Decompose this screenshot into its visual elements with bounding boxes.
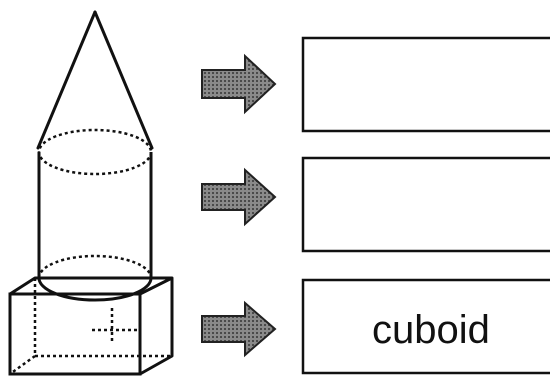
arrow-2-icon <box>201 167 277 227</box>
arrow-1-icon <box>201 53 277 115</box>
cuboid-shape <box>8 276 174 376</box>
answer-box-3-label: cuboid <box>372 308 490 352</box>
arrow-3-icon <box>201 300 277 358</box>
answer-box-2[interactable] <box>301 156 550 253</box>
answer-box-3[interactable]: cuboid <box>301 278 550 375</box>
answer-box-1[interactable] <box>301 36 550 133</box>
cylinder-shape <box>37 128 153 302</box>
cone-shape <box>36 10 154 150</box>
